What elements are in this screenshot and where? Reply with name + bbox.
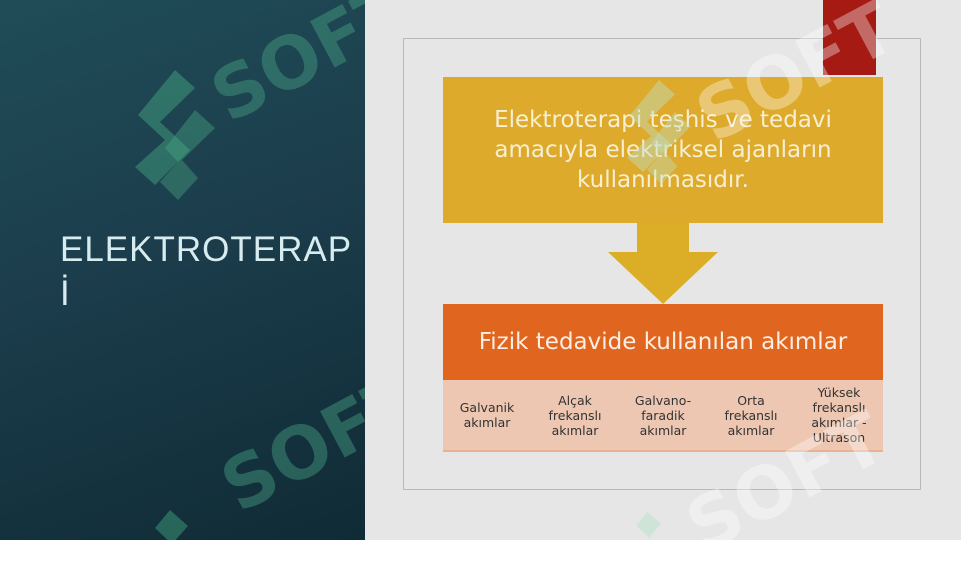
watermark-text: SOFT [197, 0, 365, 139]
current-type-low-frequency: Alçak frekanslı akımlar [548, 392, 602, 438]
left-title-panel: SOFT SOFT ELEKTROTERAP İ [0, 0, 365, 540]
definition-box: Elektroterapi teşhis ve tedavi amacıyla … [443, 77, 883, 223]
watermark-logo-icon [135, 70, 215, 200]
current-type-galvanic: Galvanik akımlar [459, 400, 515, 430]
currents-header-text: Fizik tedavide kullanılan akımlar [478, 329, 848, 355]
current-type-high-frequency: Yüksek frekanslı akımlar - Ultrason [811, 385, 867, 445]
down-arrow-icon [608, 222, 718, 304]
red-accent-bar [823, 0, 876, 75]
current-type-medium-frequency: Orta frekanslı akımlar [724, 392, 778, 438]
watermark-logo-icon [155, 510, 188, 540]
slide-title: ELEKTROTERAP İ [60, 230, 353, 313]
current-type-galvano-faradic: Galvano- faradik akımlar [634, 392, 692, 438]
diagram-frame [403, 38, 921, 490]
currents-header-box: Fizik tedavide kullanılan akımlar [443, 304, 883, 380]
definition-text: Elektroterapi teşhis ve tedavi amacıyla … [494, 107, 832, 193]
currents-row: Galvanik akımlar Alçak frekanslı akımlar… [443, 380, 883, 452]
watermark-text: SOFT [207, 355, 365, 529]
